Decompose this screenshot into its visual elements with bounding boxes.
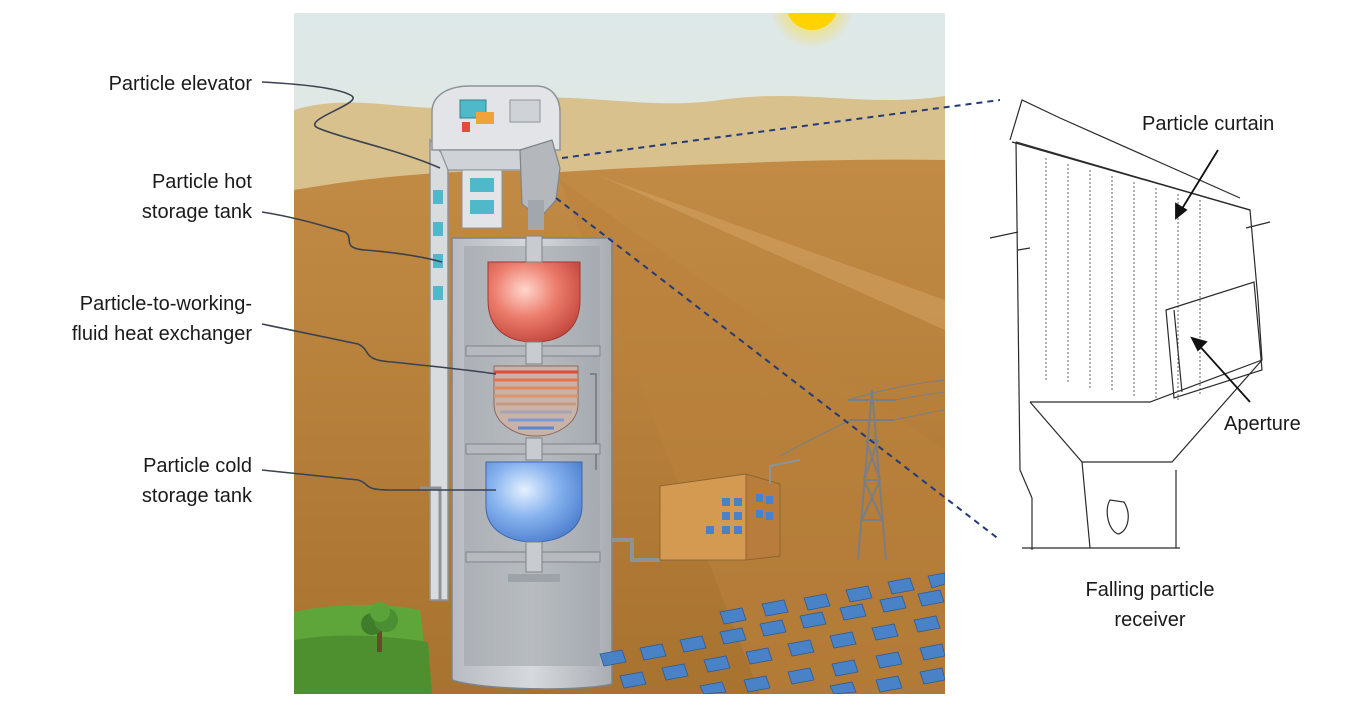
transmission-tower — [779, 379, 945, 561]
label-hot-tank-line1: Particle hot — [152, 171, 252, 193]
sun — [770, 13, 854, 48]
leader-heat-exchanger — [261, 323, 497, 375]
aperture-arrow — [1195, 341, 1251, 403]
receiver-tower — [420, 85, 660, 690]
label-receiver-line1: Falling particle — [1086, 579, 1215, 601]
label-cold-tank-line1: Particle cold — [143, 455, 252, 477]
tree — [361, 602, 398, 652]
label-particle-elevator: Particle elevator — [109, 73, 253, 95]
leader-hot-tank — [261, 211, 443, 263]
labels: Particle elevator Particle hot storage t… — [72, 73, 1301, 631]
power-block — [659, 459, 801, 561]
receiver-sketch — [989, 99, 1271, 550]
receiver-head — [519, 139, 561, 219]
leader-particle-elevator — [261, 81, 441, 169]
label-hx-line2: fluid heat exchanger — [72, 323, 252, 345]
cold-storage-tank — [485, 461, 583, 543]
leader-cold-tank — [261, 469, 496, 491]
heat-exchanger — [493, 365, 597, 470]
annotation-arrows — [1175, 149, 1251, 403]
plant-illustration — [294, 13, 945, 694]
label-hot-tank-line2: storage tank — [142, 201, 253, 223]
label-hx-line1: Particle-to-working- — [80, 293, 252, 315]
label-cold-tank-line2: storage tank — [142, 485, 253, 507]
aperture-frame — [1165, 281, 1263, 399]
label-aperture: Aperture — [1224, 413, 1301, 435]
leader-lines — [261, 81, 497, 491]
heliostat-field — [599, 572, 945, 694]
label-particle-curtain: Particle curtain — [1142, 113, 1274, 135]
curtain-arrow — [1179, 149, 1219, 213]
zoom-lines — [555, 99, 1001, 541]
label-receiver-line2: receiver — [1114, 609, 1185, 631]
